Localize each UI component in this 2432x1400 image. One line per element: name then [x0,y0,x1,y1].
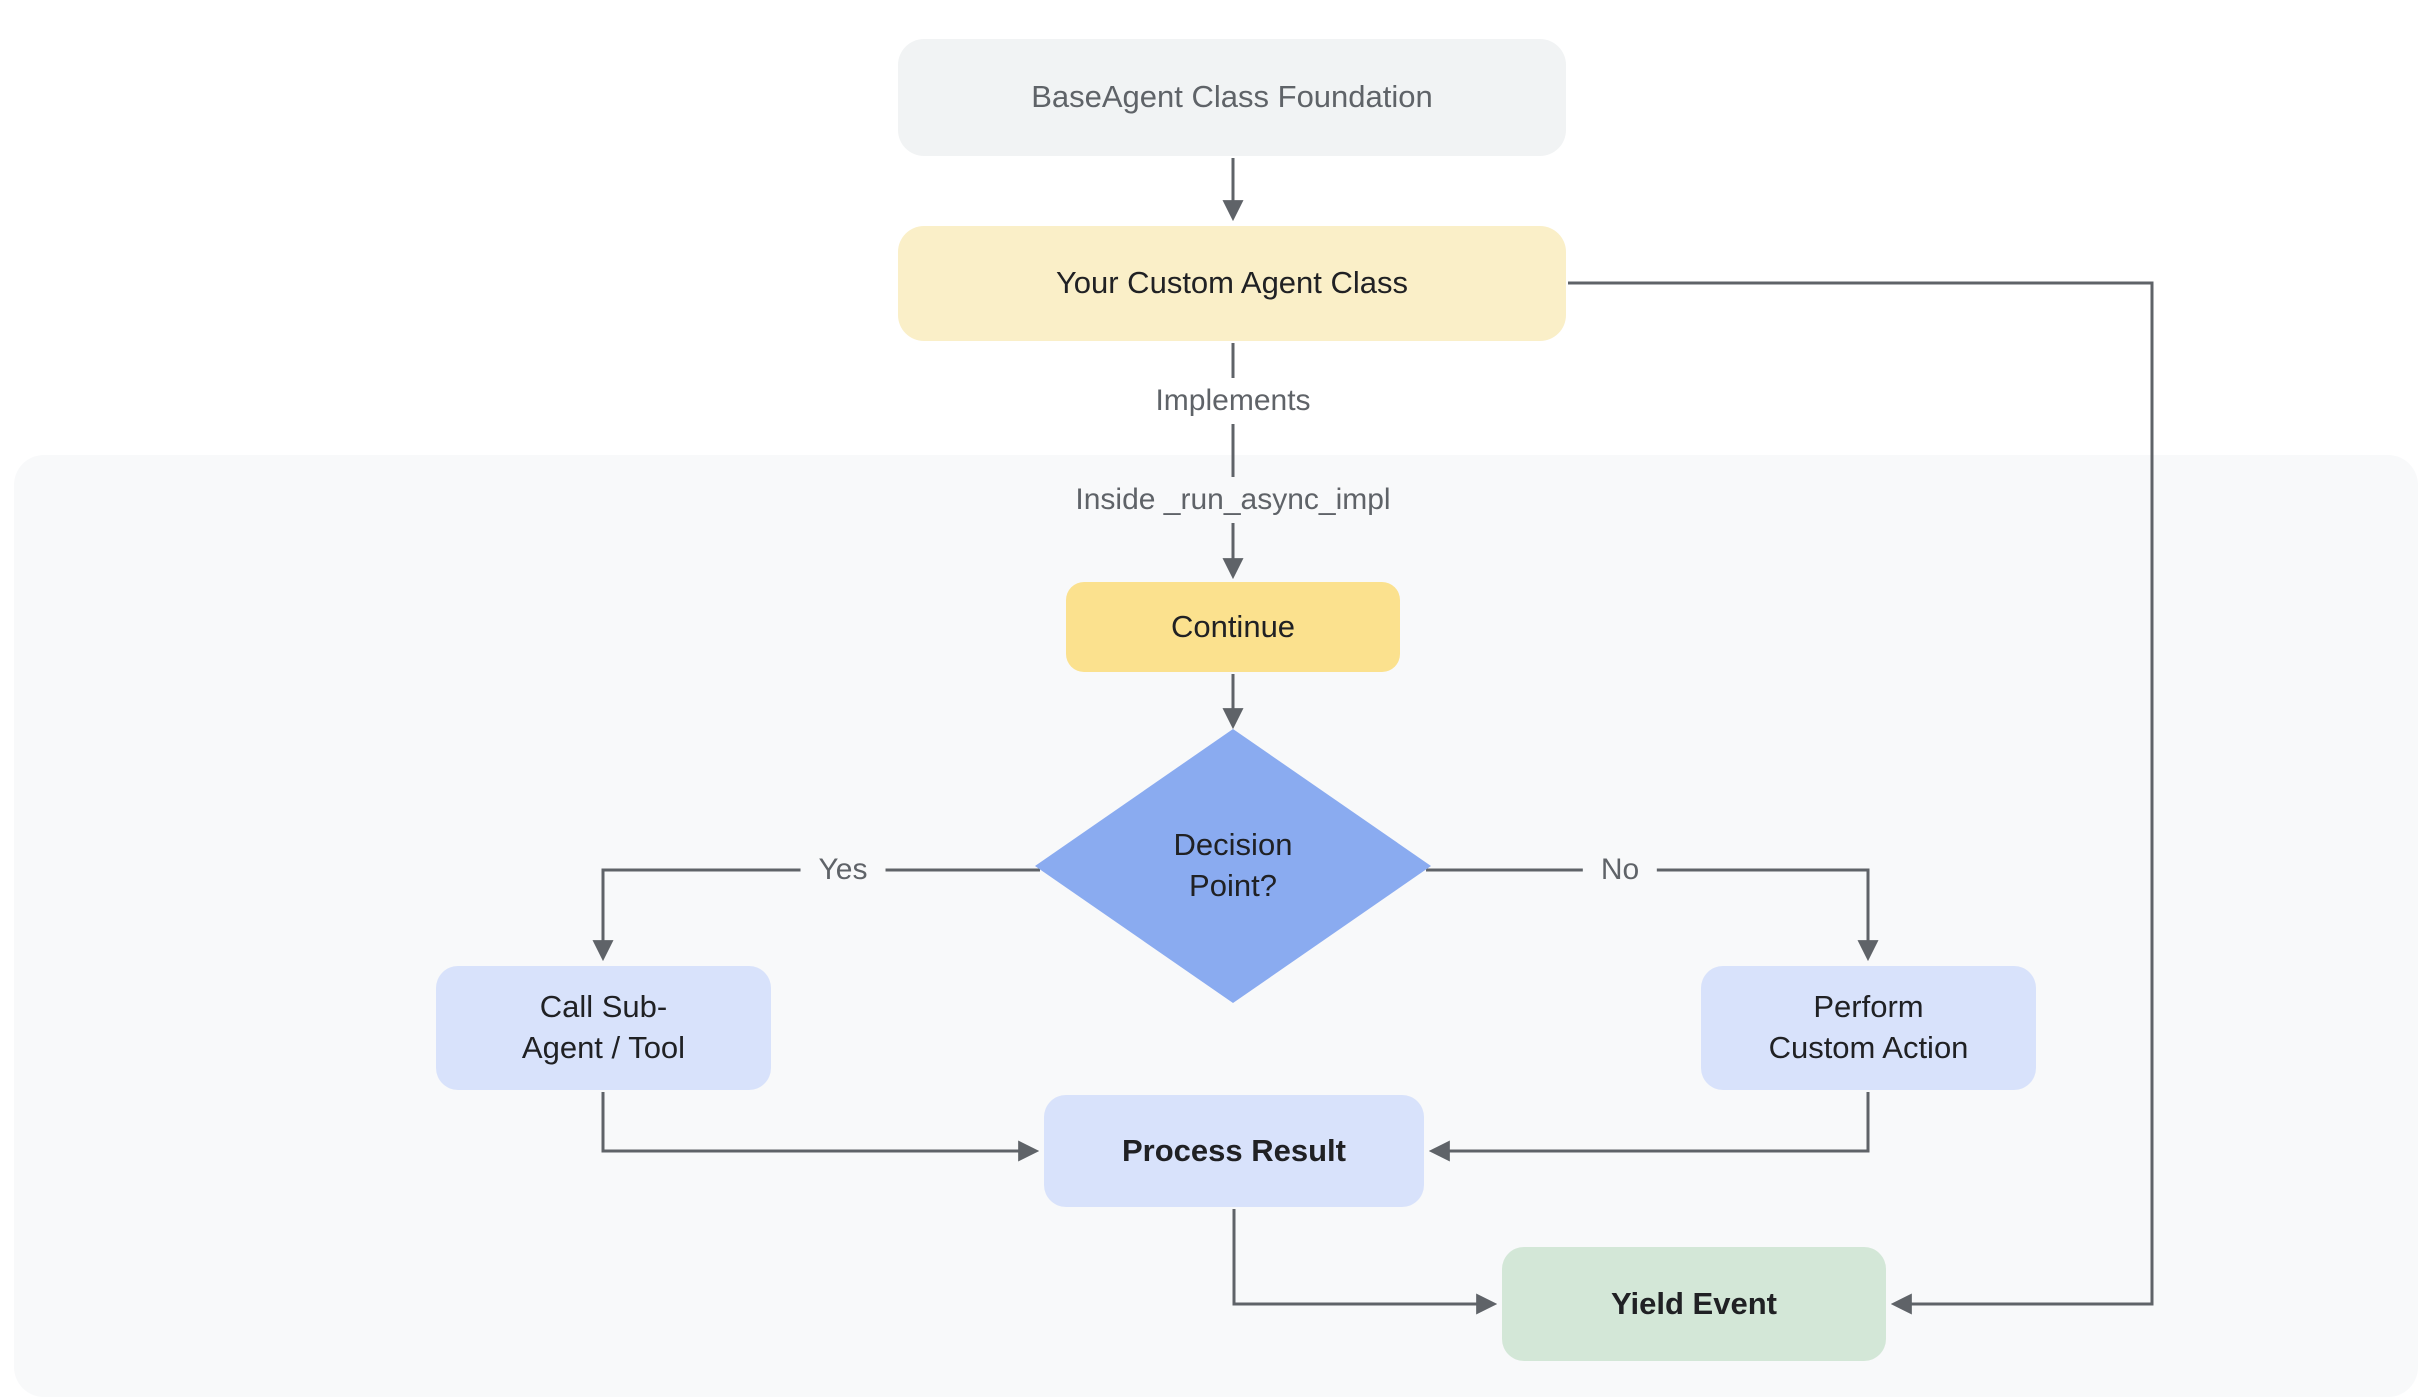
edge-process-to-yield [1232,1209,1498,1315]
node-label: Continue [1170,608,1296,644]
edge-custom-to-yield [1568,281,2154,1315]
edge-perform-to-process [1428,1092,1870,1162]
node-process-result: Process Result [1044,1095,1424,1207]
edge-label-implements: Implements [1137,378,1329,424]
node-continue: Continue [1066,582,1400,672]
node-label: Your Custom Agent Class [1055,265,1409,301]
node-label: Perform Custom Action [1768,989,1969,1065]
edge-decision-yes [592,868,1040,962]
node-label: Process Result [1122,1132,1346,1168]
node-label: Yield Event [1611,1285,1777,1321]
edge-label-inside-run-async-impl: Inside _run_async_impl [1057,477,1409,523]
edge-decision-no [1426,868,1879,962]
node-label: Call Sub- Agent / Tool [521,989,686,1065]
node-yield-event: Yield Event [1502,1247,1886,1361]
node-label: Decision Point? [1173,827,1293,903]
node-call-sub-agent-tool: Call Sub- Agent / Tool [436,966,771,1090]
edge-label-no: No [1582,847,1658,893]
node-your-custom-agent-class: Your Custom Agent Class [898,226,1566,341]
node-base-agent-class-foundation: BaseAgent Class Foundation [898,39,1566,156]
edge-label-yes: Yes [800,847,886,893]
node-label: BaseAgent Class Foundation [1031,79,1433,115]
edge-call-to-process [601,1092,1040,1162]
node-perform-custom-action: Perform Custom Action [1701,966,2036,1090]
